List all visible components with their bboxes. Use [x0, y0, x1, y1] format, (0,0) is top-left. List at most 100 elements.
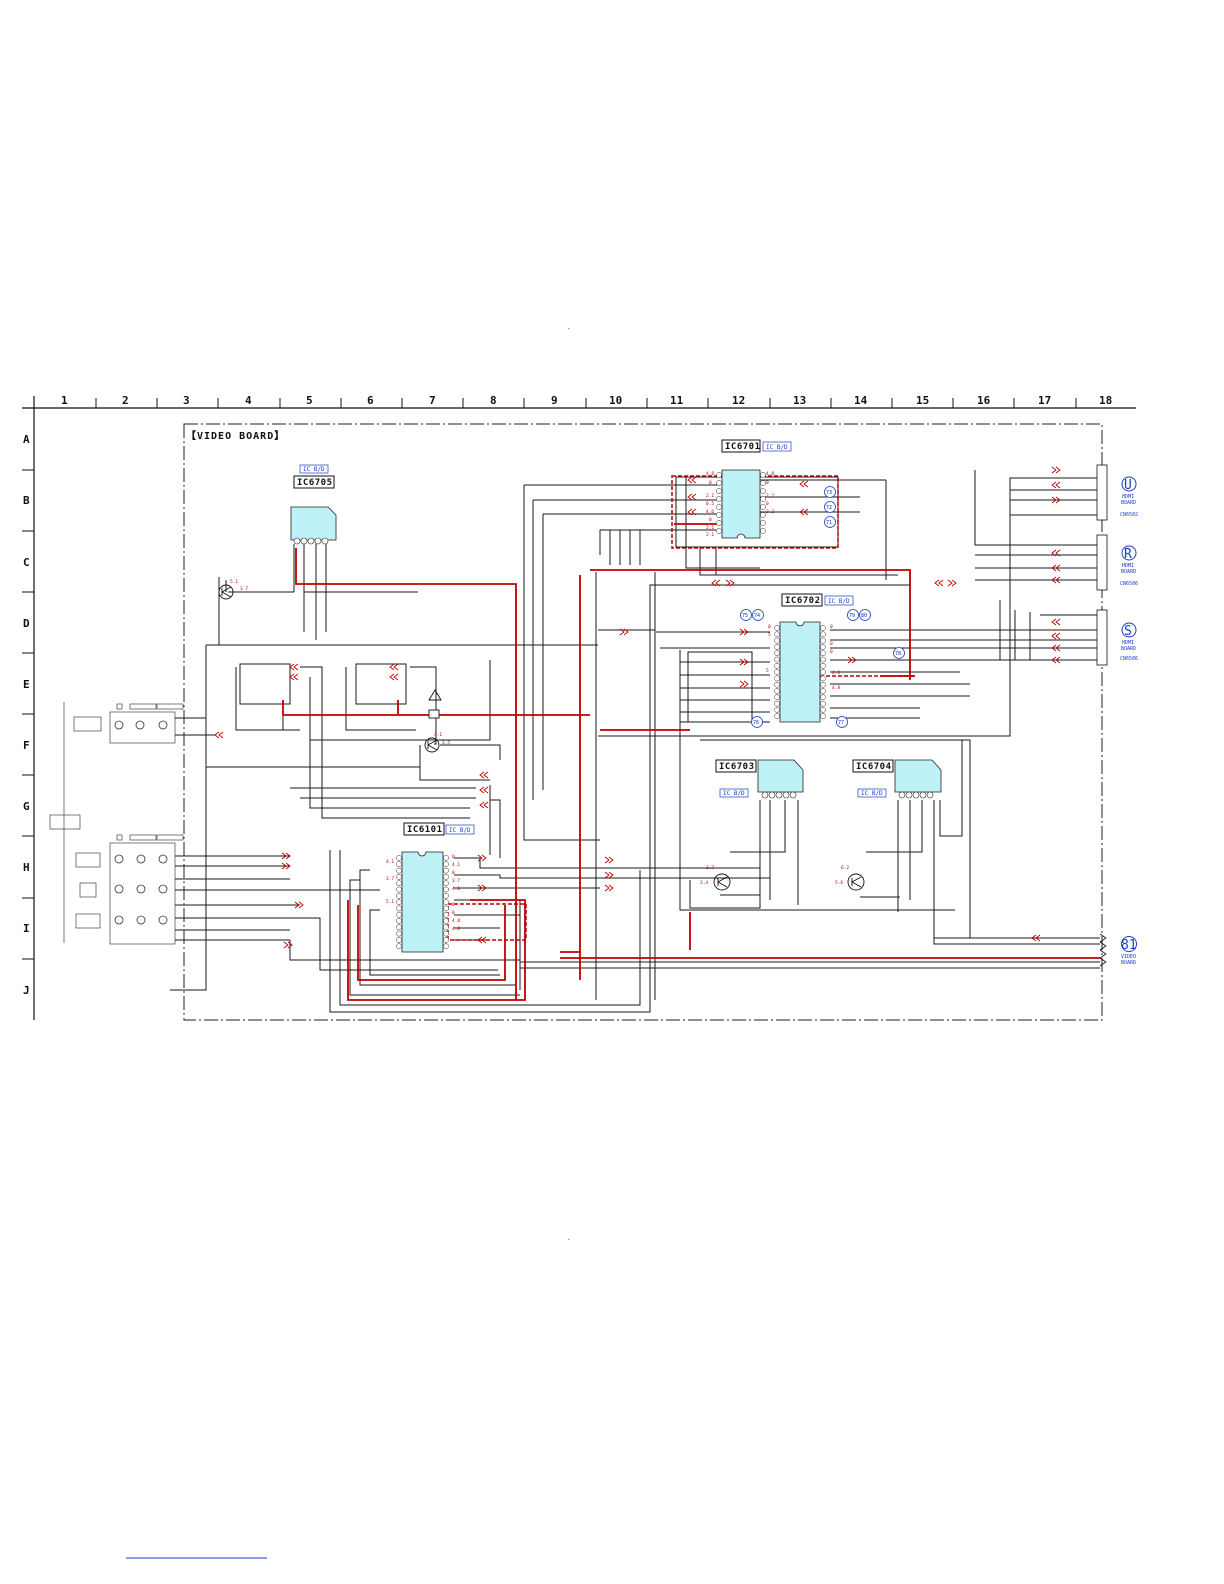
voltage: 0	[768, 624, 771, 630]
ic-badge-box	[719, 788, 749, 798]
row-label: E	[23, 678, 30, 691]
voltage: 0.5	[706, 501, 714, 507]
voltage: 3.7	[386, 876, 394, 882]
left-panel	[49, 702, 184, 945]
signal-arrows	[214, 466, 1061, 949]
transistors	[218, 584, 865, 891]
col-label: 9	[551, 394, 558, 407]
connector-line: BOARD	[1121, 646, 1136, 652]
connector-line: BOARD	[1121, 500, 1136, 506]
voltage: 2.1	[706, 493, 714, 499]
ic-badge: IC B/D	[303, 466, 325, 473]
row-label: F	[23, 739, 30, 752]
voltage: 0	[709, 517, 712, 523]
voltage: 5.1	[230, 579, 238, 585]
voltage: 6.2	[841, 865, 849, 871]
voltage: 3.4	[700, 880, 708, 886]
col-label: 13	[793, 394, 806, 407]
transistor-icon	[847, 873, 865, 891]
waveform-ref: 79	[849, 613, 855, 619]
row-label: A	[23, 433, 30, 446]
voltage: 4.8	[832, 670, 840, 676]
ic-label-box	[721, 439, 761, 453]
ic-label: IC6101	[407, 825, 443, 835]
connector-line: HDMI	[1122, 494, 1134, 500]
voltage: 0	[452, 854, 455, 860]
row-label: J	[23, 984, 30, 997]
board-outline	[183, 423, 1103, 1021]
col-label: 14	[854, 394, 868, 407]
col-label: 2	[122, 394, 129, 407]
voltage: 0	[830, 641, 833, 647]
row-label: C	[23, 556, 30, 569]
ic-label-box	[403, 822, 445, 836]
voltage: 4.6	[706, 509, 714, 515]
col-label: 15	[916, 394, 929, 407]
connector-line: CN6506	[1120, 656, 1138, 662]
voltage: 0	[709, 480, 712, 486]
voltage: 3.5	[442, 740, 450, 746]
ic-body	[290, 506, 337, 541]
ic-badge-box	[299, 464, 329, 474]
voltage: 3.7	[452, 878, 460, 884]
row-label: G	[23, 800, 30, 813]
voltage: 5.6	[835, 880, 843, 886]
ic6701: IC6701 IC B/D	[716, 439, 792, 539]
connector-letter: U	[1124, 478, 1132, 493]
fuse-icon	[428, 709, 440, 719]
col-label: 11	[670, 394, 684, 407]
ic6703: IC6703 IC B/D	[715, 759, 804, 799]
ic-label: IC6704	[856, 762, 892, 772]
voltage: 4.8	[832, 685, 840, 691]
ic-label-box	[852, 759, 894, 773]
connector-line: BOARD	[1121, 569, 1136, 575]
transistor-icon	[424, 737, 440, 753]
voltage: 4.8	[452, 918, 460, 924]
voltage: 2.1	[706, 525, 714, 531]
wiring-red	[282, 523, 1100, 1001]
ic-badge-box	[824, 595, 854, 606]
waveform-ref: 77	[838, 720, 844, 726]
board-title: 【VIDEO BOARD】	[186, 429, 285, 442]
col-label: 7	[429, 394, 436, 407]
col-label: 1	[61, 394, 68, 407]
voltage: 0	[830, 624, 833, 630]
ic-badge-box	[762, 441, 792, 452]
connector-letter: S	[1124, 624, 1132, 639]
voltage: 5	[768, 632, 771, 638]
voltage: 2.1	[706, 532, 714, 538]
ic6702: IC6702 IC B/D	[774, 593, 854, 723]
voltage: 0	[766, 501, 769, 507]
voltage: 2.2	[766, 509, 774, 515]
connector-letter: 81	[1121, 938, 1137, 953]
ic-label: IC6705	[297, 478, 333, 488]
page-dot-bottom: .	[567, 1235, 571, 1242]
ic-label: IC6703	[719, 762, 755, 772]
ic-label-box	[781, 593, 823, 607]
waveform-ref: 73	[826, 490, 832, 496]
connector-s: S HDMI BOARD CN6506	[1096, 609, 1138, 666]
col-label: 8	[490, 394, 497, 407]
connector-line: HDMI	[1122, 563, 1134, 569]
voltage-labels: 5.1 3.7 4.1 3.5 3.7 3.4 6.2 5.6 4.8 0 2.…	[230, 471, 849, 932]
voltage: 0	[830, 649, 833, 655]
ic-badge: IC B/D	[766, 444, 788, 451]
voltage: 3.7	[706, 865, 714, 871]
col-label: 17	[1038, 394, 1051, 407]
row-label: I	[23, 922, 30, 935]
row-label: H	[23, 861, 30, 874]
connector-letter: R	[1124, 547, 1132, 562]
waveform-ref: 75	[742, 613, 748, 619]
waveform-ref: 78	[895, 651, 901, 657]
col-label: 16	[977, 394, 991, 407]
ic-badge-box	[857, 788, 887, 798]
ic-body	[779, 621, 821, 723]
ic-label: IC6702	[785, 596, 821, 606]
voltage: 4.8	[706, 471, 714, 477]
connector-line: CN6502	[1120, 512, 1138, 518]
connector-line: VIDEO	[1121, 954, 1136, 960]
ic-body	[757, 759, 804, 793]
voltage: 4.1	[386, 859, 394, 865]
row-label: D	[23, 617, 30, 630]
